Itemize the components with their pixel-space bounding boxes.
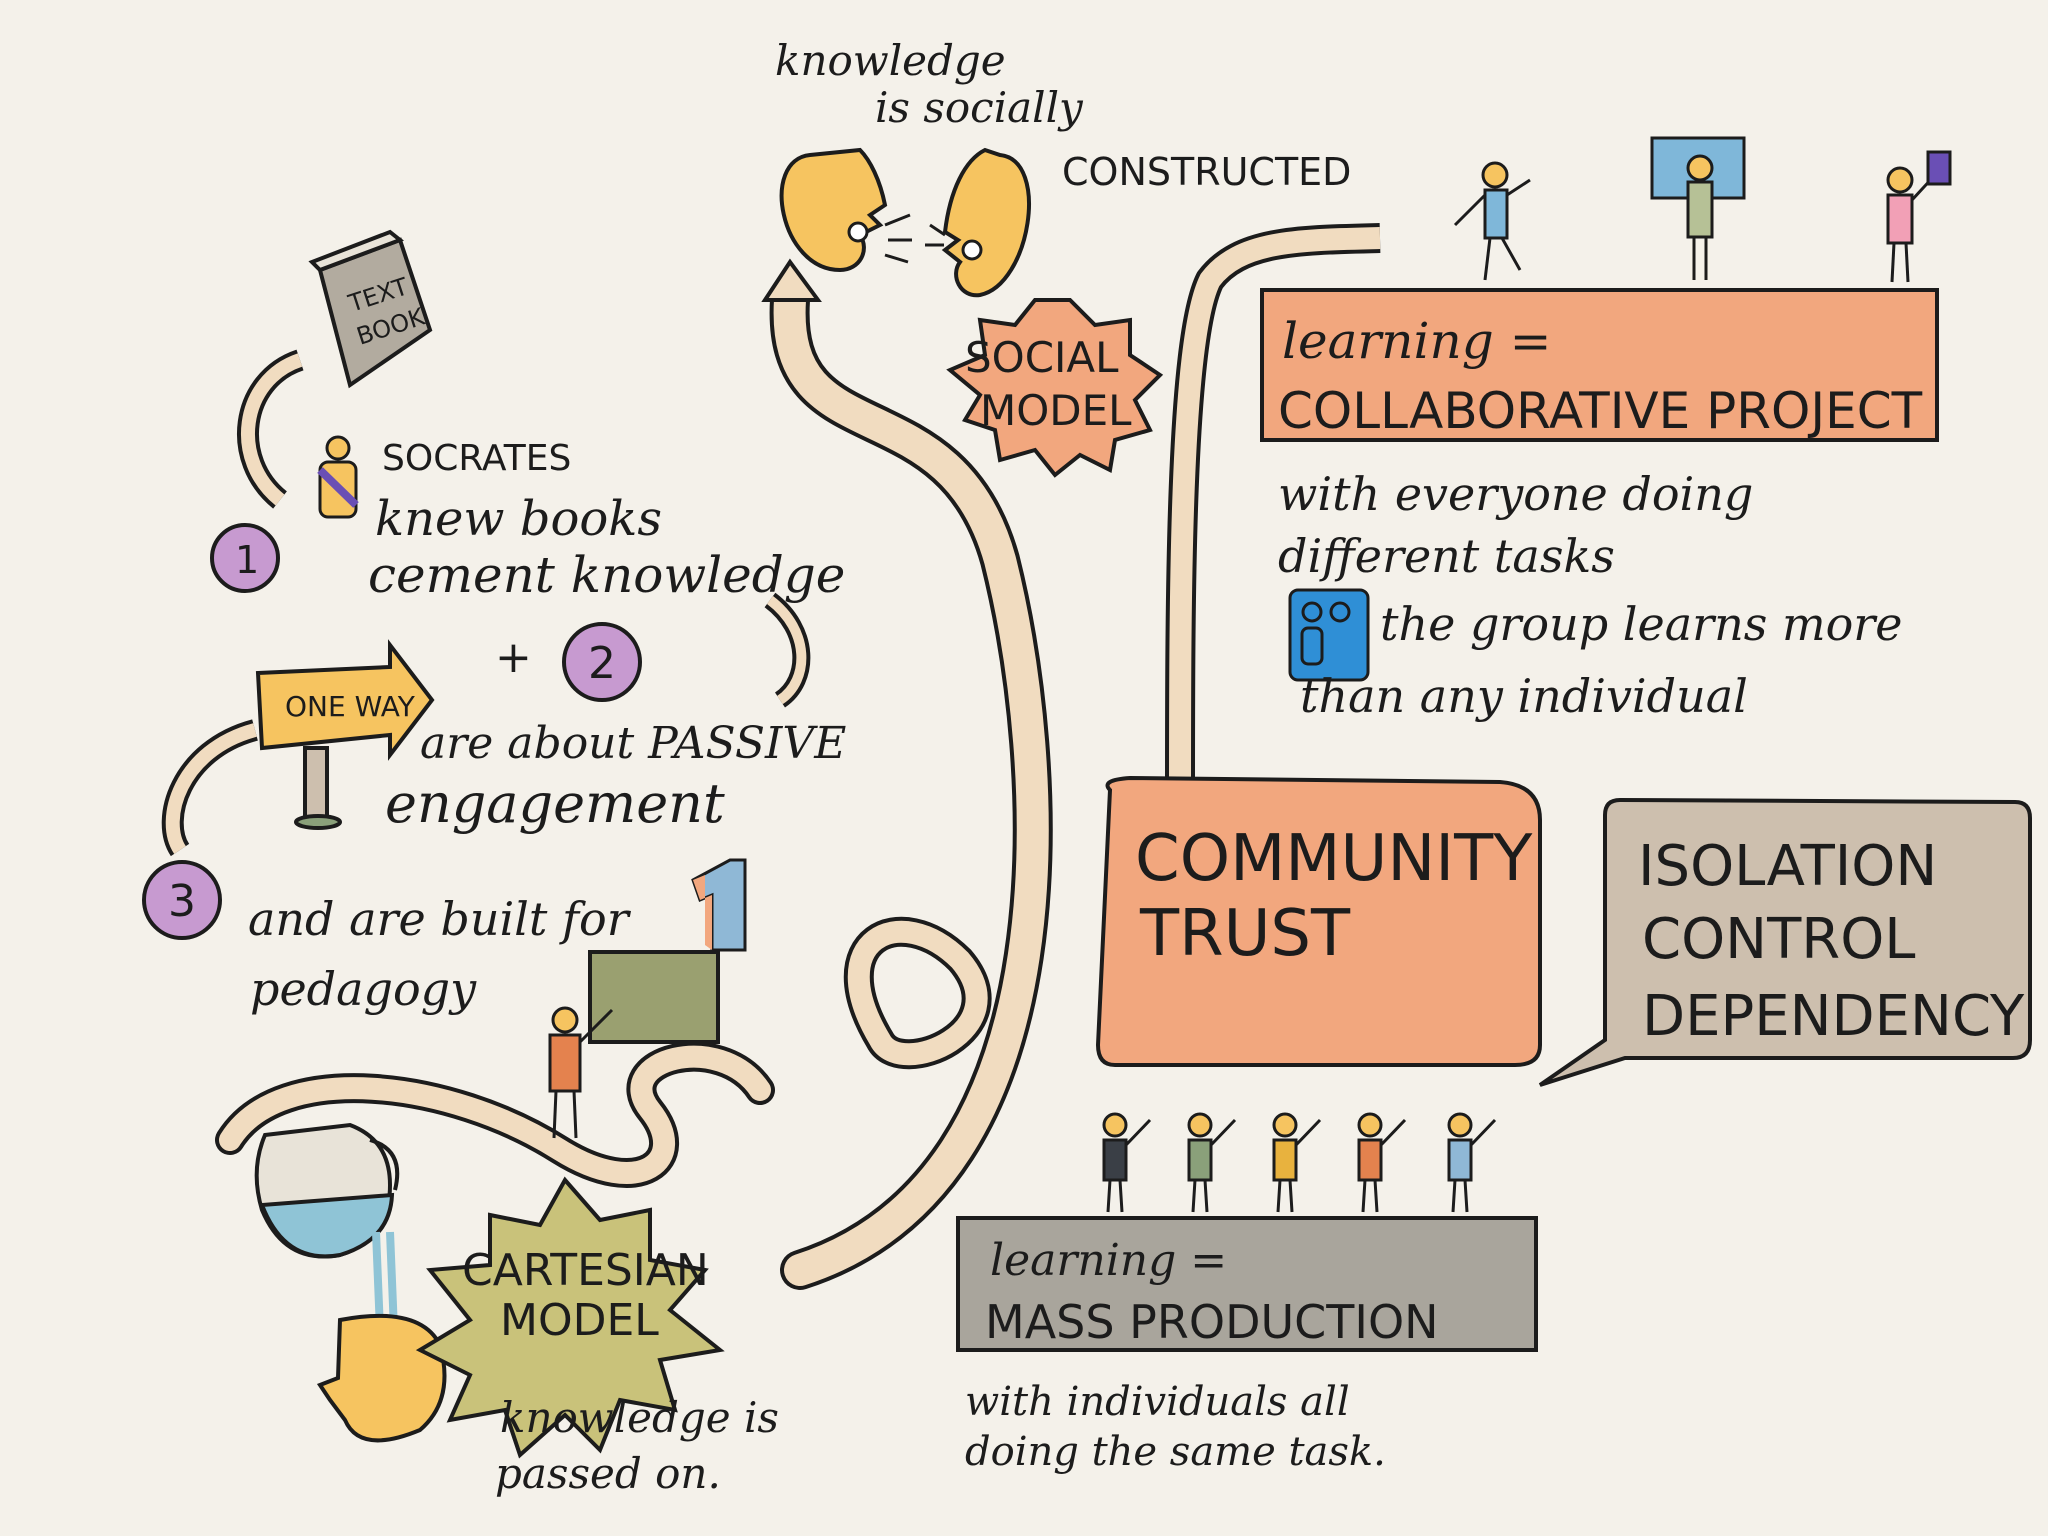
trust-label: TRUST (1139, 897, 1351, 971)
badge-1-number: 1 (235, 538, 259, 582)
cartesian-model-burst (415, 1176, 725, 1459)
social-label: SOCIAL (965, 333, 1119, 382)
pedagogy-label: pedagogy (250, 962, 477, 1016)
community-label: COMMUNITY (1135, 822, 1533, 896)
one-way-label: ONE WAY (285, 690, 416, 723)
mass-production-figures (1102, 1112, 1497, 1213)
community-trust-box (1095, 775, 1542, 1067)
collab-sub: COLLABORATIVE PROJECT (1278, 382, 1923, 440)
screen-figure-icon (1650, 136, 1746, 280)
left-curve-arrows (161, 349, 811, 857)
big-one-icon (691, 858, 747, 952)
socrates-figure-icon (317, 435, 359, 519)
mass-sub: MASS PRODUCTION (985, 1295, 1439, 1349)
passed-on-line2: passed on. (495, 1449, 721, 1498)
passive-label: are about PASSIVE (420, 718, 846, 769)
built-for-label: and are built for (248, 892, 632, 946)
mass-title: learning = (990, 1235, 1227, 1286)
collab-desc-2: different tasks (1278, 529, 1615, 583)
dependency-label: DEPENDENCY (1642, 984, 2025, 1049)
cement-knowledge-label: cement knowledge (368, 546, 845, 604)
collab-desc-1: with everyone doing (1278, 467, 1753, 521)
socially-label: is socially (875, 83, 1084, 132)
cartesian-model-label: MODEL (500, 1295, 659, 1346)
community-connector (1165, 223, 1381, 801)
badge-1 (210, 523, 280, 593)
isolation-speech-bubble (1538, 797, 2032, 1087)
socrates-label: SOCRATES (382, 438, 571, 479)
cartesian-label: CARTESIAN (462, 1245, 709, 1296)
mass-production-box (956, 1216, 1538, 1352)
road-path (215, 280, 1053, 1290)
badge-3 (142, 860, 222, 940)
student-figure-icon (1272, 1112, 1322, 1213)
student-figure-icon (1447, 1112, 1497, 1213)
collab-desc-3: the group learns more (1380, 597, 1903, 651)
talking-heads-icon (779, 147, 1031, 298)
big-one-number: 1 (0, 0, 1, 1)
model-label: MODEL (980, 386, 1132, 435)
constructed-label: CONSTRUCTED (1062, 150, 1351, 194)
engagement-label: engagement (385, 772, 725, 835)
tablet-figure-icon (1886, 150, 1952, 283)
mass-desc-1: with individuals all (965, 1379, 1350, 1425)
plus-label: + (495, 632, 532, 683)
student-figure-icon (1187, 1112, 1237, 1213)
road-arrowhead (761, 258, 822, 302)
pitcher-icon (254, 1122, 400, 1331)
badge-3-number: 3 (168, 876, 196, 927)
passed-on-line1: knowledge is (500, 1393, 779, 1442)
one-way-sign-icon (255, 639, 435, 830)
head-icon (316, 1313, 447, 1443)
student-figure-icon (1102, 1112, 1152, 1213)
isolation-label: ISOLATION (1638, 834, 1937, 899)
control-label: CONTROL (1642, 907, 1915, 972)
teacher-figure-icon (548, 1006, 614, 1139)
textbook-icon (308, 229, 433, 389)
collab-title: learning = (1282, 312, 1551, 370)
collab-desc-4: than any individual (1300, 669, 1748, 723)
mass-desc-2: doing the same task. (965, 1429, 1386, 1475)
chalkboard-icon (588, 950, 720, 1044)
knowledge-label: knowledge (775, 36, 1006, 85)
knew-books-label: knew books (375, 491, 662, 547)
collaborative-figures (1453, 136, 1952, 283)
collaborative-project-box (1260, 288, 1939, 442)
student-figure-icon (1453, 161, 1531, 281)
badge-2 (562, 622, 642, 702)
social-model-burst (946, 298, 1164, 478)
student-figure-icon (1357, 1112, 1407, 1213)
badge-2-number: 2 (588, 638, 616, 689)
